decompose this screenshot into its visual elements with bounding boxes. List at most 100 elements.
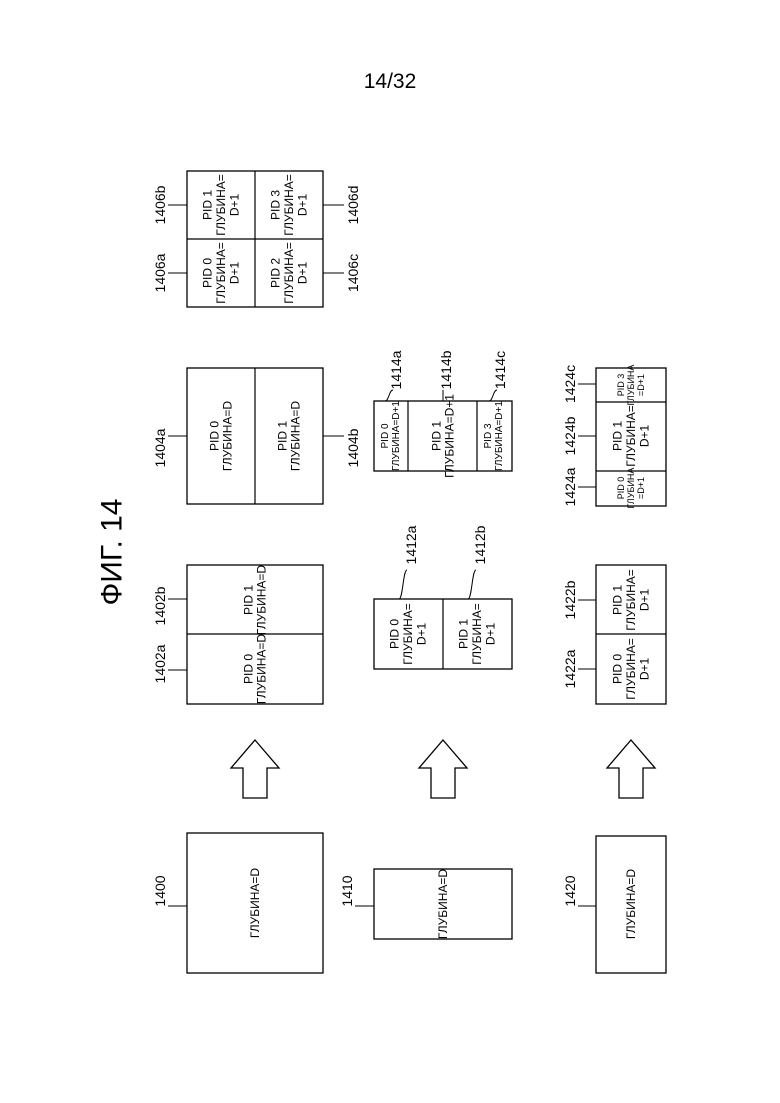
ref-1420: 1420	[562, 875, 578, 906]
block-1424c-text-line: PID 3	[616, 374, 626, 397]
block-1412a-text-line: ГЛУБИНА=	[401, 603, 415, 665]
block-1406c-text-line: ГЛУБИНА=	[282, 242, 296, 304]
block-1420-text: ГЛУБИНА=D	[624, 869, 638, 940]
block-1414a-text-line: PID 0	[380, 423, 391, 448]
ref-1404a: 1404a	[152, 428, 168, 467]
ref-1414a: 1414a	[388, 350, 404, 389]
block-1406b-text-line: ГЛУБИНА=	[214, 174, 228, 236]
diagram-layer: ФИГ. 14ГЛУБИНА=D1400PID 0ГЛУБИНА=DPID 1Г…	[96, 171, 667, 973]
block-1422a-text-line: D+1	[637, 658, 651, 681]
block-1424c-text-line: =D+1	[636, 374, 646, 396]
block-1414b-text-line: ГЛУБИНА=D+1	[443, 394, 457, 478]
ref-1412a: 1412a	[403, 525, 419, 564]
ref-1406a: 1406a	[152, 253, 168, 292]
block-1400-text: ГЛУБИНА=D	[248, 868, 262, 939]
block-1424a-text-line: PID 0	[616, 477, 626, 500]
block-1422b-text-line: PID 1	[611, 585, 625, 615]
block-1406d-text: PID 3ГЛУБИНА=D+1	[269, 174, 310, 236]
reference-leader-line	[489, 390, 497, 401]
block-1424a-text-line: =D+1	[636, 477, 646, 499]
ref-1410: 1410	[339, 875, 355, 906]
block-1400-text-line: ГЛУБИНА=D	[248, 868, 262, 939]
ref-1406d: 1406d	[345, 186, 361, 225]
ref-1422b: 1422b	[562, 580, 578, 619]
block-1414c-text: PID 3ГЛУБИНА=D+1	[483, 401, 505, 471]
block-1424c-text: PID 3ГЛУБИНА=D+1	[616, 365, 646, 406]
block-1412a-text-line: PID 0	[388, 619, 402, 649]
block-1422a-text-line: ГЛУБИНА=	[624, 638, 638, 700]
figure-title: ФИГ. 14	[96, 499, 129, 606]
up-arrow-row3	[607, 740, 655, 798]
block-1412a-text-line: D+1	[414, 623, 428, 646]
block-1404b-text-line: ГЛУБИНА=D	[289, 401, 303, 472]
block-1404b-text: PID 1ГЛУБИНА=D	[275, 401, 302, 472]
block-1414b-text: PID 1ГЛУБИНА=D+1	[429, 394, 456, 478]
block-1402a-text: PID 0ГЛУБИНА=D	[241, 634, 268, 705]
ref-1414b: 1414b	[438, 350, 454, 389]
block-1420-text-line: ГЛУБИНА=D	[624, 869, 638, 940]
block-1406d-text-line: D+1	[295, 194, 309, 217]
ref-1406b: 1406b	[152, 185, 168, 224]
block-1402b-text-line: PID 1	[241, 585, 255, 615]
block-1410-text-line: ГЛУБИНА=D	[436, 869, 450, 940]
block-1402a-text-line: PID 0	[241, 654, 255, 684]
block-1422b-text-line: ГЛУБИНА=	[624, 569, 638, 631]
block-1406a-text-line: D+1	[227, 262, 241, 285]
block-1414c-text-line: ГЛУБИНА=D+1	[494, 401, 505, 471]
reference-leader-line	[468, 570, 476, 599]
block-1424a-text: PID 0ГЛУБИНА=D+1	[616, 468, 646, 509]
ref-1424b: 1424b	[562, 416, 578, 455]
block-1404a-text: PID 0ГЛУБИНА=D	[207, 401, 234, 472]
block-1424b-text-line: PID 1	[611, 421, 625, 451]
block-1422a-text-line: PID 0	[611, 654, 625, 684]
block-1414a-text-line: ГЛУБИНА=D+1	[391, 401, 402, 471]
block-1406c-text-line: PID 2	[269, 258, 283, 288]
block-1406b-text-line: D+1	[227, 194, 241, 217]
block-1406d-text-line: ГЛУБИНА=	[282, 174, 296, 236]
ref-1400: 1400	[152, 875, 168, 906]
ref-1406c: 1406c	[345, 254, 361, 292]
block-1406b-text-line: PID 1	[201, 190, 215, 220]
ref-1424a: 1424a	[562, 467, 578, 506]
block-1406c-text-line: D+1	[295, 262, 309, 285]
block-1422b-text: PID 1ГЛУБИНА=D+1	[611, 569, 652, 631]
block-1406c-text: PID 2ГЛУБИНА=D+1	[269, 242, 310, 304]
block-1404a-text-line: PID 0	[207, 421, 221, 451]
ref-1412b: 1412b	[472, 525, 488, 564]
block-1406b-text: PID 1ГЛУБИНА=D+1	[201, 174, 242, 236]
ref-1404b: 1404b	[345, 428, 361, 467]
block-1422b-text-line: D+1	[637, 589, 651, 612]
block-1414a-text: PID 0ГЛУБИНА=D+1	[380, 401, 402, 471]
block-1424a-text-line: ГЛУБИНА	[626, 468, 636, 509]
ref-1424c: 1424c	[562, 365, 578, 403]
block-1402a-text-line: ГЛУБИНА=D	[255, 634, 269, 705]
block-1412b-text-line: PID 1	[457, 619, 471, 649]
block-1414c-text-line: PID 3	[483, 423, 494, 448]
reference-leader-line	[385, 390, 393, 401]
block-1406a-text-line: PID 0	[201, 258, 215, 288]
block-1422a-text: PID 0ГЛУБИНА=D+1	[611, 638, 652, 700]
block-1404b-text-line: PID 1	[275, 421, 289, 451]
block-1412b-text-line: ГЛУБИНА=	[470, 603, 484, 665]
block-1404a-text-line: ГЛУБИНА=D	[221, 401, 235, 472]
block-1424b-text-line: D+1	[637, 425, 651, 448]
ref-1402a: 1402a	[152, 644, 168, 683]
up-arrow-row2	[419, 740, 467, 798]
reference-leader-line	[399, 570, 407, 599]
block-1424b-text-line: ГЛУБИНА=	[624, 405, 638, 467]
block-1402b-text-line: ГЛУБИНА=D	[255, 565, 269, 636]
ref-1402b: 1402b	[152, 586, 168, 625]
block-1402b-text: PID 1ГЛУБИНА=D	[241, 565, 268, 636]
block-1406a-text-line: ГЛУБИНА=	[214, 242, 228, 304]
ref-1414c: 1414c	[492, 351, 508, 389]
block-1412a-text: PID 0ГЛУБИНА=D+1	[388, 603, 429, 665]
block-1406d-text-line: PID 3	[269, 190, 283, 220]
block-1424b-text: PID 1ГЛУБИНА=D+1	[611, 405, 652, 467]
block-1412b-text-line: D+1	[483, 623, 497, 646]
block-1410-text: ГЛУБИНА=D	[436, 869, 450, 940]
ref-1422a: 1422a	[562, 649, 578, 688]
block-1424c-text-line: ГЛУБИНА	[626, 365, 636, 406]
up-arrow-row1	[231, 740, 279, 798]
block-1412b-text: PID 1ГЛУБИНА=D+1	[457, 603, 498, 665]
